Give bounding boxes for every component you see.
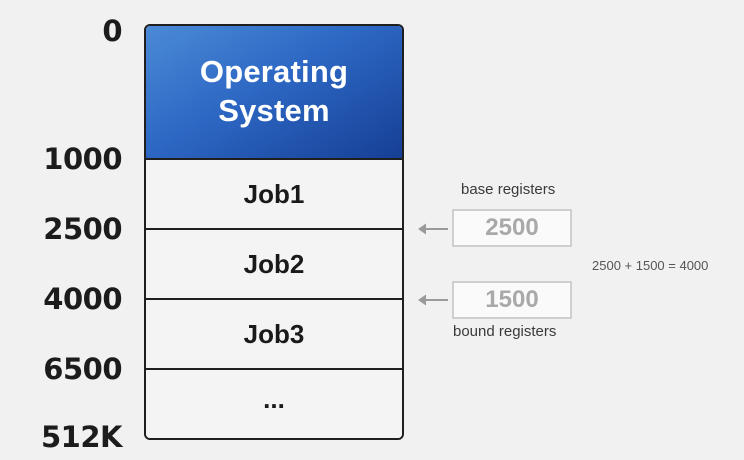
address-label-4000: 4000 — [43, 282, 122, 316]
address-label-512k: 512K — [40, 420, 123, 454]
address-label-1000: 1000 — [43, 142, 122, 176]
bound-register-arrow-icon — [418, 294, 448, 306]
os-segment: Operating System — [146, 26, 402, 160]
base-register-arrow-icon — [418, 223, 448, 235]
job3-label: Job3 — [243, 318, 305, 349]
bound-register-box: 1500 — [452, 281, 572, 319]
job2-label: Job2 — [243, 248, 305, 279]
address-label-6500: 6500 — [43, 352, 122, 386]
ellipsis-label: ... — [263, 383, 285, 414]
base-register-label: base registers — [461, 181, 556, 198]
job1-label: Job1 — [243, 178, 305, 209]
bound-register-label: bound registers — [453, 323, 557, 340]
os-label-line2: System — [218, 93, 330, 128]
memory-layout: Operating System Job1 Job2 Job3 ... — [144, 24, 404, 440]
free-segment: ... — [146, 370, 402, 438]
address-label-0: 0 — [102, 14, 122, 48]
job3-segment: Job3 — [146, 300, 402, 370]
base-register-box: 2500 — [452, 209, 572, 247]
address-formula: 2500 + 1500 = 4000 — [592, 258, 709, 273]
os-segment-label: Operating System — [200, 53, 348, 131]
os-label-line1: Operating — [199, 54, 349, 90]
address-label-2500: 2500 — [43, 212, 122, 246]
job1-segment: Job1 — [146, 160, 402, 230]
job2-segment: Job2 — [146, 230, 402, 300]
